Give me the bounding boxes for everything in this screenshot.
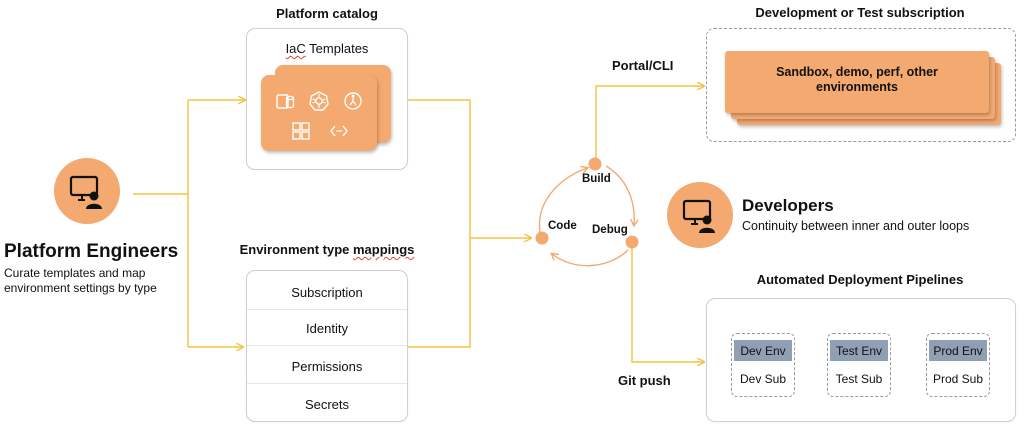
env-mappings-title-prefix: Environment type: [239, 242, 353, 257]
test-sub-label: Test Sub: [835, 372, 883, 386]
mapping-row-secrets: Secrets: [304, 397, 350, 412]
platform-catalog-card: IaC Templates: [246, 28, 408, 170]
iac-templates-label: IaC Templates: [247, 41, 407, 56]
monitor-person-icon: [682, 199, 715, 233]
grid-icon: [289, 119, 313, 143]
platform-engineers-avatar: [54, 158, 120, 224]
templates-word: Templates: [305, 41, 369, 56]
environment-mappings-card: Subscription Identity Permissions Secret…: [246, 270, 408, 422]
platform-catalog-title: Platform catalog: [276, 6, 378, 21]
engineers-branch-line: [133, 100, 189, 347]
mapping-divider: [247, 345, 407, 346]
prod-env-header: Prod Env: [929, 340, 987, 361]
catalog-out-line: [408, 99, 471, 348]
arrow-portal-cli: [595, 86, 704, 158]
platform-engineers-desc-line2: environment settings by type: [4, 281, 157, 295]
dev-env-box: Dev Env Dev Sub: [731, 333, 795, 397]
code-label: Code: [548, 220, 577, 232]
mapping-row-subscription: Subscription: [291, 285, 363, 300]
code-icon: [327, 119, 351, 143]
env-mappings-title-wavy: mappings: [353, 242, 415, 257]
test-env-box: Test Env Test Sub: [827, 333, 891, 397]
debug-label: Debug: [592, 224, 628, 236]
developers-avatar: [667, 182, 733, 248]
dev-env-header: Dev Env: [734, 340, 792, 361]
debug-node: [625, 235, 639, 249]
prod-sub-label: Prod Sub: [932, 372, 984, 386]
loop-arc-debug-code: [552, 249, 629, 267]
platform-engineers-description: Curate templates and map environment set…: [4, 266, 157, 296]
storage-icon: [273, 89, 297, 113]
mapping-row-identity: Identity: [306, 321, 348, 336]
developers-description: Continuity between inner and outer loops: [742, 219, 970, 233]
platform-engineers-desc-line1: Curate templates and map: [4, 266, 146, 280]
dev-test-subscription-title: Development or Test subscription: [755, 5, 965, 20]
environment-type-mappings-title: Environment type mappings: [226, 242, 428, 257]
build-label: Build: [582, 173, 611, 185]
test-env-header: Test Env: [830, 340, 888, 361]
sandbox-line1: Sandbox, demo, perf, other: [776, 65, 938, 79]
mapping-divider: [247, 309, 407, 310]
developers-title: Developers: [742, 196, 834, 215]
code-node: [535, 231, 549, 245]
template-tile-front: [261, 75, 377, 151]
mapping-divider: [247, 383, 407, 384]
git-push-label: Git push: [618, 373, 671, 388]
function-icon: [341, 89, 365, 113]
dev-test-subscription-box: Sandbox, demo, perf, other environments: [706, 28, 1016, 142]
iac-abbrev: IaC: [285, 41, 306, 56]
monitor-person-icon: [69, 175, 102, 209]
loop-arc-code-build: [538, 168, 587, 233]
mapping-row-permissions: Permissions: [291, 359, 363, 374]
dev-sub-label: Dev Sub: [739, 372, 787, 386]
pipelines-card: Dev Env Dev Sub Test Env Test Sub Prod E…: [706, 298, 1016, 422]
sandbox-line2: environments: [816, 80, 898, 94]
sandbox-environments-label: Sandbox, demo, perf, other environments: [725, 65, 989, 95]
portal-cli-label: Portal/CLI: [612, 58, 674, 73]
build-node: [588, 157, 602, 171]
platform-engineers-title: Platform Engineers: [4, 241, 179, 262]
prod-env-box: Prod Env Prod Sub: [926, 333, 990, 397]
arrow-git-push: [631, 244, 704, 362]
pipelines-title: Automated Deployment Pipelines: [756, 272, 964, 287]
kubernetes-icon: [307, 89, 331, 113]
env-stack-front: Sandbox, demo, perf, other environments: [725, 51, 989, 113]
loop-arc-build-debug: [605, 165, 634, 225]
